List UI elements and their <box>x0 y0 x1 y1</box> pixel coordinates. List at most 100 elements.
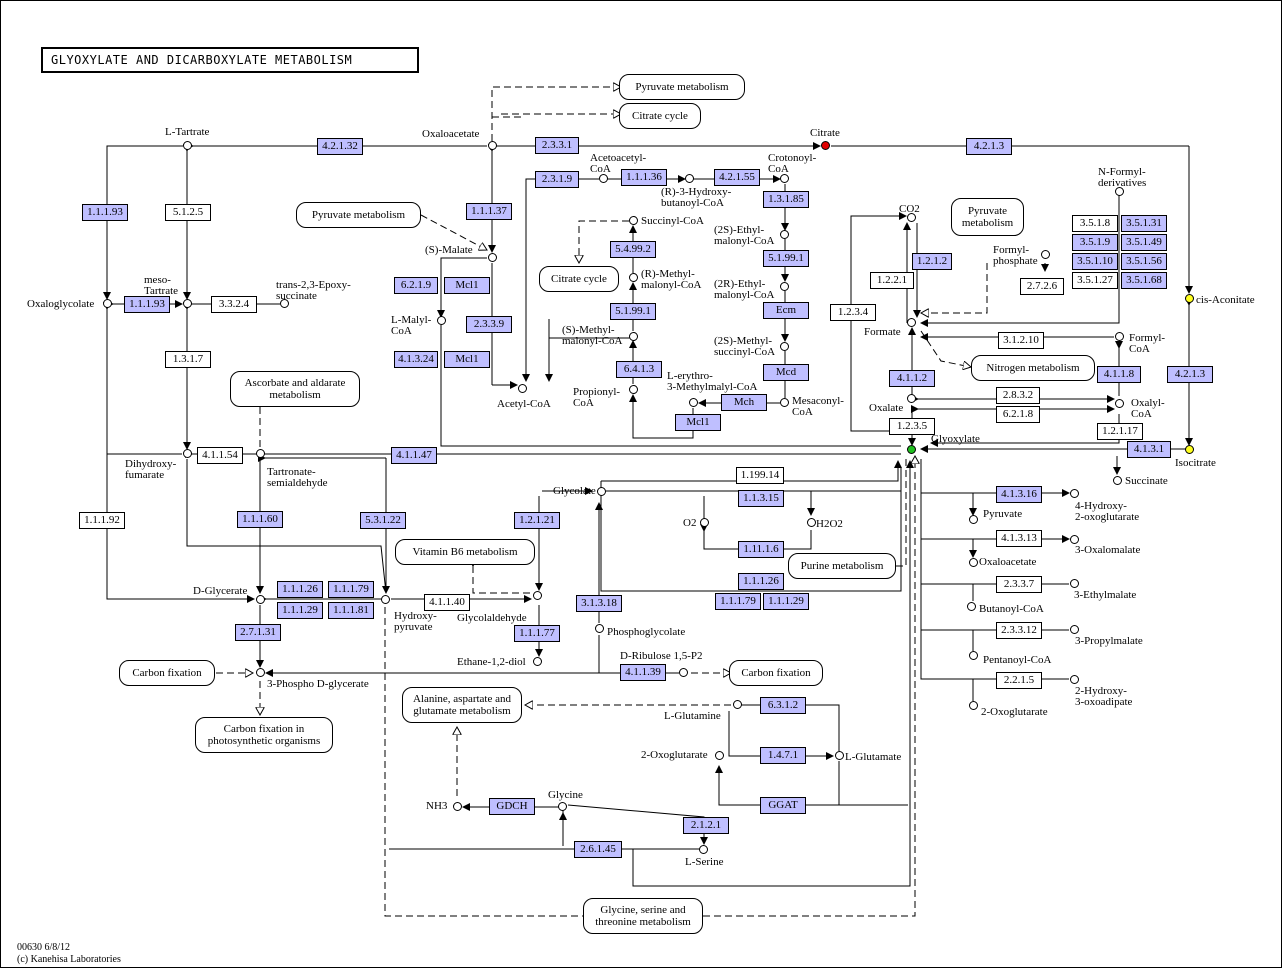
compound-glycolaldehyde[interactable] <box>533 591 542 600</box>
enzyme-1-1-1-29-a[interactable]: 1.1.1.29 <box>763 593 809 610</box>
compound-acetyl-coa[interactable] <box>518 384 527 393</box>
enzyme-mcl1-a[interactable]: Mcl1 <box>675 414 721 431</box>
enzyme-1-3-1-85[interactable]: 1.3.1.85 <box>763 191 809 208</box>
compound-3-ethylmalate[interactable] <box>1070 579 1079 588</box>
enzyme-1-3-1-7[interactable]: 1.3.1.7 <box>165 351 211 368</box>
enzyme-4-1-3-16[interactable]: 4.1.3.16 <box>996 486 1042 503</box>
enzyme-6-3-1-2[interactable]: 6.3.1.2 <box>760 697 806 714</box>
enzyme-2-3-3-7[interactable]: 2.3.3.7 <box>996 576 1042 593</box>
enzyme-1-1-1-81[interactable]: 1.1.1.81 <box>328 602 374 619</box>
compound-n-formyl-derivatives[interactable] <box>1115 187 1124 196</box>
compound-erythro-methylmalyl-coa[interactable] <box>689 398 698 407</box>
enzyme-4-2-1-55[interactable]: 4.2.1.55 <box>714 169 760 186</box>
map-pyruvate-right[interactable]: Pyruvate metabolism <box>951 198 1024 236</box>
compound-phosphoglycolate[interactable] <box>595 624 604 633</box>
compound-l-malyl-coa[interactable] <box>437 316 446 325</box>
compound-propionyl-coa[interactable] <box>629 385 638 394</box>
enzyme-2-3-3-1[interactable]: 2.3.3.1 <box>535 137 579 154</box>
compound-succinyl-coa[interactable] <box>629 216 638 225</box>
enzyme-3-3-2-4[interactable]: 3.3.2.4 <box>211 296 257 313</box>
enzyme-2-3-3-9[interactable]: 2.3.3.9 <box>466 316 512 333</box>
map-citrate-cycle-mid[interactable]: Citrate cycle <box>539 266 619 292</box>
enzyme-2-6-1-45[interactable]: 2.6.1.45 <box>574 841 622 858</box>
map-carbon-fixation-photosynthetic[interactable]: Carbon fixation in photosynthetic organi… <box>195 717 333 753</box>
enzyme-1-1-1-26-a[interactable]: 1.1.1.26 <box>738 573 784 590</box>
compound-acetoacetyl-coa[interactable] <box>599 174 608 183</box>
map-glycine-serine[interactable]: Glycine, serine and threonine metabolism <box>583 898 703 934</box>
compound-succinate[interactable] <box>1113 476 1122 485</box>
enzyme-ggat[interactable]: GGAT <box>760 797 806 814</box>
enzyme-5-1-99-1-b[interactable]: 5.1.99.1 <box>610 303 656 320</box>
compound-nh3[interactable] <box>453 802 462 811</box>
map-vitamin-b6[interactable]: Vitamin B6 metabolism <box>395 539 535 565</box>
compound-epoxysuccinate[interactable] <box>280 299 289 308</box>
compound-glycolate[interactable] <box>597 487 606 496</box>
compound-l-glutamate[interactable] <box>835 751 844 760</box>
compound-3-oxalomalate[interactable] <box>1070 535 1079 544</box>
enzyme-4-1-1-8[interactable]: 4.1.1.8 <box>1097 366 1141 383</box>
enzyme-3-5-1-8[interactable]: 3.5.1.8 <box>1072 215 1118 232</box>
enzyme-1-1-1-93-b[interactable]: 1.1.1.93 <box>124 296 170 313</box>
enzyme-3-5-1-9[interactable]: 3.5.1.9 <box>1072 234 1118 251</box>
compound-mesaconyl-coa[interactable] <box>780 398 789 407</box>
enzyme-1-2-3-4[interactable]: 1.2.3.4 <box>830 304 876 321</box>
compound-dihydroxyfumarate[interactable] <box>183 449 192 458</box>
enzyme-1-1-1-93-a[interactable]: 1.1.1.93 <box>82 204 128 221</box>
compound-l-serine[interactable] <box>699 845 708 854</box>
compound-glycine[interactable] <box>558 802 567 811</box>
map-citrate-cycle-top[interactable]: Citrate cycle <box>619 103 701 129</box>
compound-s-methylmalonyl-coa[interactable] <box>629 332 638 341</box>
compound-formyl-coa[interactable] <box>1115 332 1124 341</box>
enzyme-1-2-3-5[interactable]: 1.2.3.5 <box>889 418 935 435</box>
map-purine[interactable]: Purine metabolism <box>788 553 896 579</box>
enzyme-1-1-1-92[interactable]: 1.1.1.92 <box>79 512 125 529</box>
map-nitrogen[interactable]: Nitrogen metabolism <box>971 355 1095 381</box>
compound-formyl-phosphate[interactable] <box>1041 250 1050 259</box>
enzyme-5-4-99-2[interactable]: 5.4.99.2 <box>610 241 656 258</box>
enzyme-1-2-1-17[interactable]: 1.2.1.17 <box>1097 423 1143 440</box>
enzyme-mcd[interactable]: Mcd <box>763 364 809 381</box>
enzyme-3-5-1-27[interactable]: 3.5.1.27 <box>1072 272 1118 289</box>
map-ascorbate[interactable]: Ascorbate and aldarate metabolism <box>230 371 360 407</box>
enzyme-1-1-1-26-b[interactable]: 1.1.1.26 <box>277 581 323 598</box>
enzyme-2-7-1-31[interactable]: 2.7.1.31 <box>235 624 281 641</box>
compound-3-phospho-d-glycerate[interactable] <box>256 668 265 677</box>
enzyme-1-1-3-15[interactable]: 1.1.3.15 <box>738 490 784 507</box>
compound-ethane-1-2-diol[interactable] <box>533 657 542 666</box>
map-carbon-fixation-left[interactable]: Carbon fixation <box>119 660 215 686</box>
enzyme-3-5-1-10[interactable]: 3.5.1.10 <box>1072 253 1118 270</box>
compound-isocitrate[interactable] <box>1185 445 1194 454</box>
enzyme-1-1-1-79-b[interactable]: 1.1.1.79 <box>328 581 374 598</box>
compound-h2o2[interactable] <box>807 518 816 527</box>
enzyme-4-1-3-13[interactable]: 4.1.3.13 <box>996 530 1042 547</box>
enzyme-3-1-2-10[interactable]: 3.1.2.10 <box>998 332 1044 349</box>
enzyme-1-2-1-21[interactable]: 1.2.1.21 <box>514 512 560 529</box>
enzyme-2-8-3-2[interactable]: 2.8.3.2 <box>996 387 1040 404</box>
enzyme-1-2-2-1[interactable]: 1.2.2.1 <box>870 272 914 289</box>
enzyme-4-1-1-39[interactable]: 4.1.1.39 <box>620 664 666 681</box>
compound-oxaloacetate[interactable] <box>488 141 497 150</box>
compound-o2[interactable] <box>700 518 709 527</box>
compound-4-hydroxy-2-oxoglutarate[interactable] <box>1070 489 1079 498</box>
compound-butanoyl-coa[interactable] <box>967 602 976 611</box>
enzyme-5-1-2-5[interactable]: 5.1.2.5 <box>165 204 211 221</box>
compound-meso-tartrate[interactable] <box>183 299 192 308</box>
enzyme-2-3-1-9[interactable]: 2.3.1.9 <box>535 171 579 188</box>
enzyme-1-1-1-60[interactable]: 1.1.1.60 <box>237 511 283 528</box>
enzyme-6-2-1-8[interactable]: 6.2.1.8 <box>996 406 1040 423</box>
enzyme-3-1-3-18[interactable]: 3.1.3.18 <box>576 595 622 612</box>
compound-pentanoyl-coa[interactable] <box>969 651 978 660</box>
compound-pyruvate[interactable] <box>969 515 978 524</box>
compound-oxaloacetate-2[interactable] <box>969 558 978 567</box>
enzyme-1-1-1-29-b[interactable]: 1.1.1.29 <box>277 602 323 619</box>
enzyme-2-2-1-5[interactable]: 2.2.1.5 <box>996 672 1042 689</box>
enzyme-3-5-1-49[interactable]: 3.5.1.49 <box>1121 234 1167 251</box>
compound-3-propylmalate[interactable] <box>1070 625 1079 634</box>
compound-oxalate[interactable] <box>907 394 916 403</box>
compound-co2[interactable] <box>907 213 916 222</box>
compound-oxaloglycolate[interactable] <box>103 299 112 308</box>
compound-d-ribulose-1-5-p2[interactable] <box>679 668 688 677</box>
enzyme-5-1-99-1-a[interactable]: 5.1.99.1 <box>763 250 809 267</box>
compound-r3-hydroxybutanoyl-coa[interactable] <box>685 174 694 183</box>
enzyme-mch[interactable]: Mch <box>721 394 767 411</box>
